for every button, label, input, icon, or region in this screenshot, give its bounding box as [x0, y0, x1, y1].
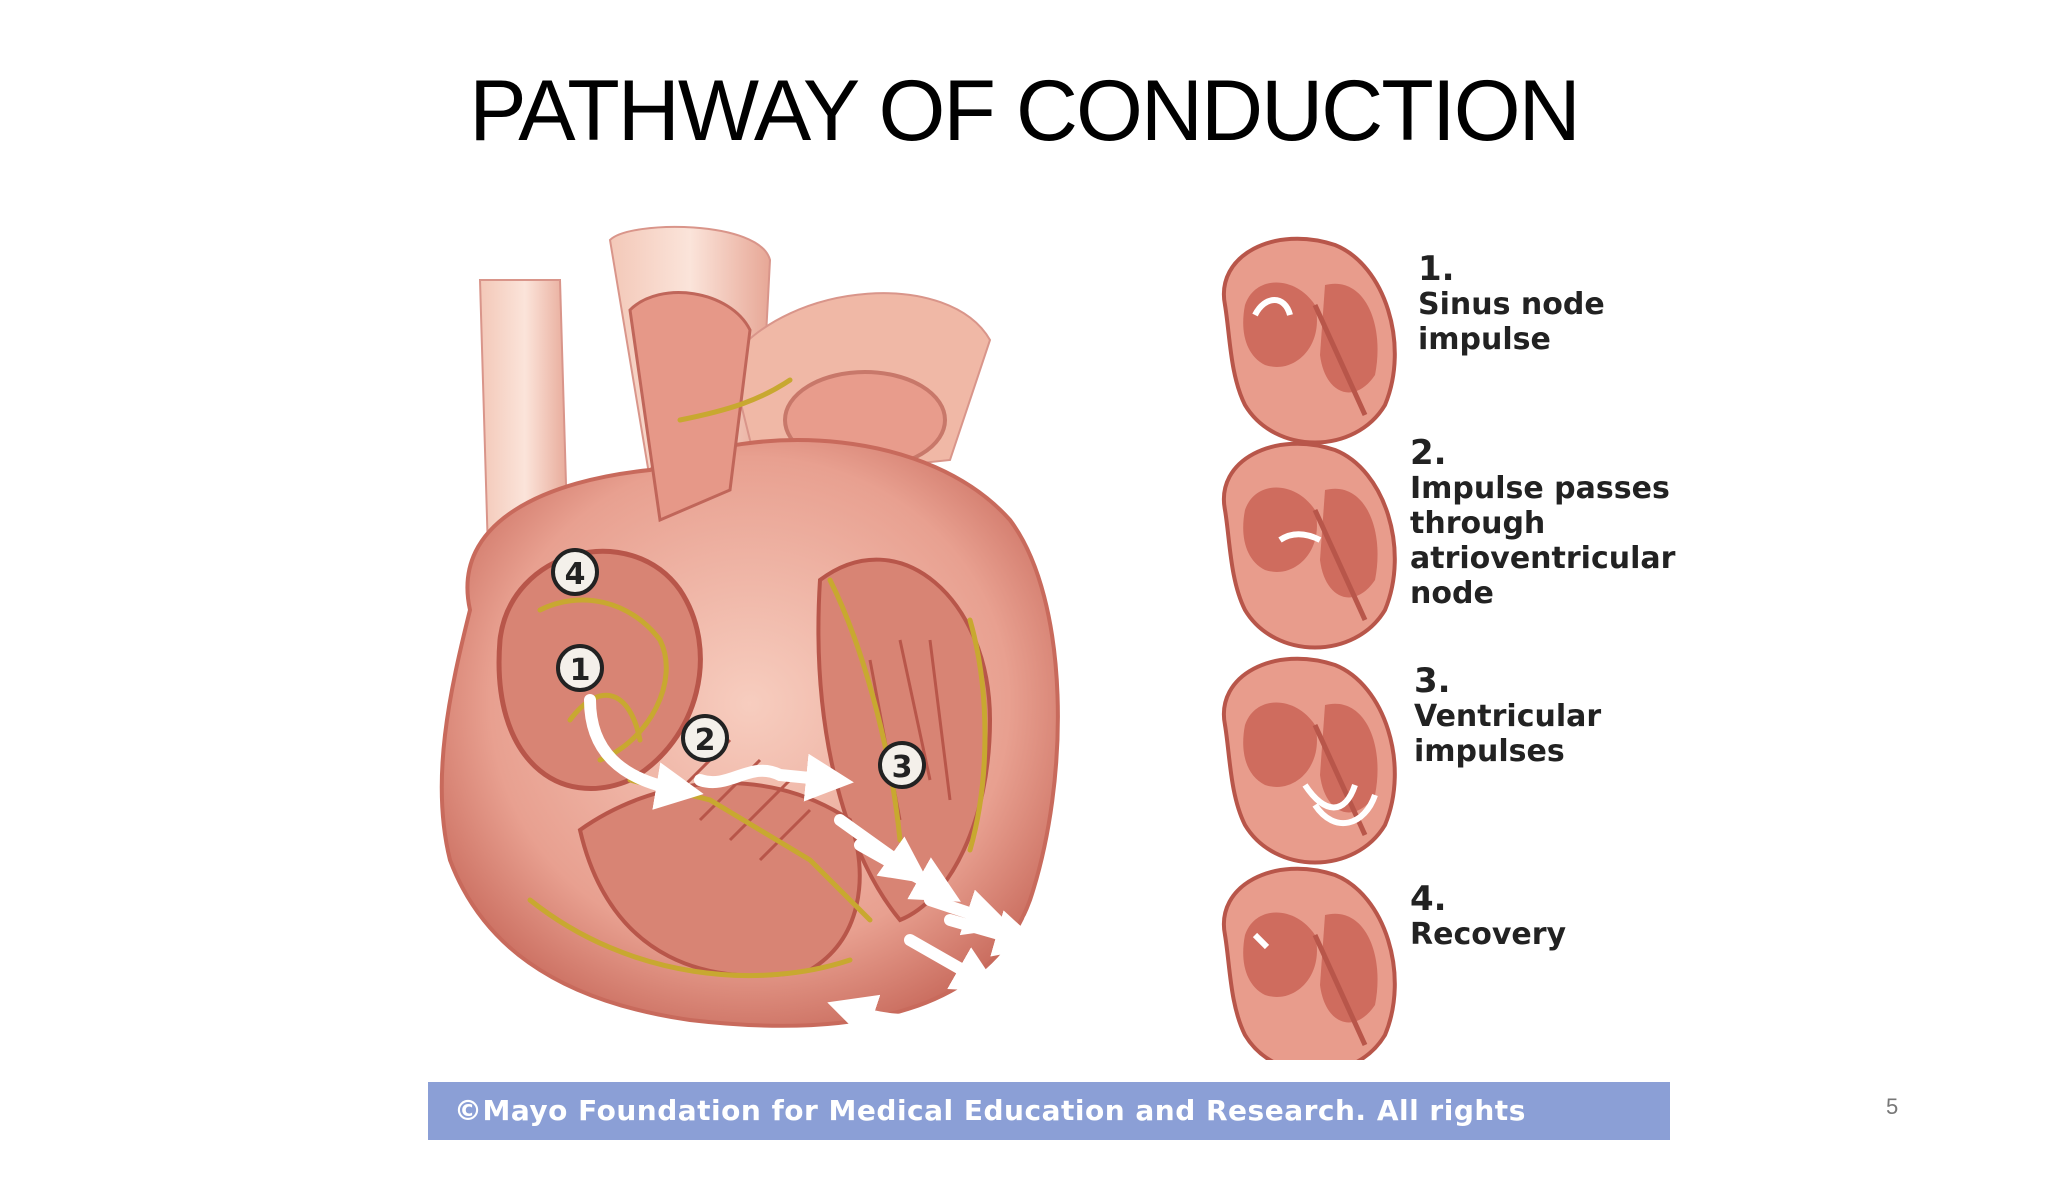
marker-4-label: 4 — [565, 557, 586, 592]
arrow-lower — [904, 934, 1001, 992]
marker-4: 4 — [551, 548, 599, 596]
step-2-line-1: Impulse passes — [1410, 471, 1670, 506]
arrow-av-to-bundle — [694, 753, 854, 802]
step-4-number: 4. — [1410, 879, 1447, 919]
step-2-line-3: atrioventricular — [1410, 541, 1676, 576]
step-1-number: 1. — [1418, 249, 1455, 289]
impulse-arrows — [584, 694, 1100, 1041]
arrow-bundle-2 — [854, 839, 961, 902]
slide-title: PATHWAY OF CONDUCTION — [469, 63, 1580, 159]
arrow-purkinje-up — [1024, 796, 1100, 926]
step-1-heart-icon — [1221, 236, 1397, 445]
step-4-text: 4. Recovery — [1410, 879, 1567, 953]
step-3-text: 3. Ventricular impulses — [1414, 661, 1602, 770]
arrow-bundle-3 — [924, 889, 1013, 936]
copyright-credit-bar: ©Mayo Foundation for Medical Education a… — [428, 1082, 1670, 1185]
arrow-purkinje-back — [827, 984, 986, 1041]
step-3-heart-icon — [1221, 656, 1397, 865]
step-2-number: 2. — [1410, 433, 1447, 473]
marker-2: 2 — [681, 714, 729, 762]
marker-2-label: 2 — [695, 723, 716, 758]
step-4-line-1: Recovery — [1410, 917, 1567, 952]
step-3-line-2: impulses — [1414, 734, 1565, 769]
arrow-apex — [944, 910, 1044, 957]
marker-3: 3 — [878, 741, 926, 789]
aortic-chamber — [628, 291, 752, 523]
step-2-line-2: through — [1410, 506, 1546, 541]
page-number: 5 — [1886, 1094, 1899, 1119]
step-1-line-2: impulse — [1418, 322, 1551, 357]
step-1-text: 1. Sinus node impulse — [1418, 249, 1605, 358]
step-2-heart-icon — [1221, 441, 1397, 650]
step-3-number: 3. — [1414, 661, 1451, 701]
step-3-line-1: Ventricular — [1414, 699, 1602, 734]
heart-conduction-diagram: 1 2 3 4 — [439, 225, 1397, 1060]
step-4-heart-icon — [1221, 866, 1397, 1060]
step-2-line-4: node — [1410, 576, 1494, 611]
marker-1-label: 1 — [570, 653, 591, 688]
marker-3-label: 3 — [892, 750, 913, 785]
arrow-sa-to-av — [584, 694, 704, 810]
heart-illustration: 1 2 3 4 — [439, 225, 1100, 1041]
marker-1: 1 — [556, 644, 604, 692]
step-2-text: 2. Impulse passes through atrioventricul… — [1410, 433, 1676, 612]
step-1-line-1: Sinus node — [1418, 287, 1605, 322]
